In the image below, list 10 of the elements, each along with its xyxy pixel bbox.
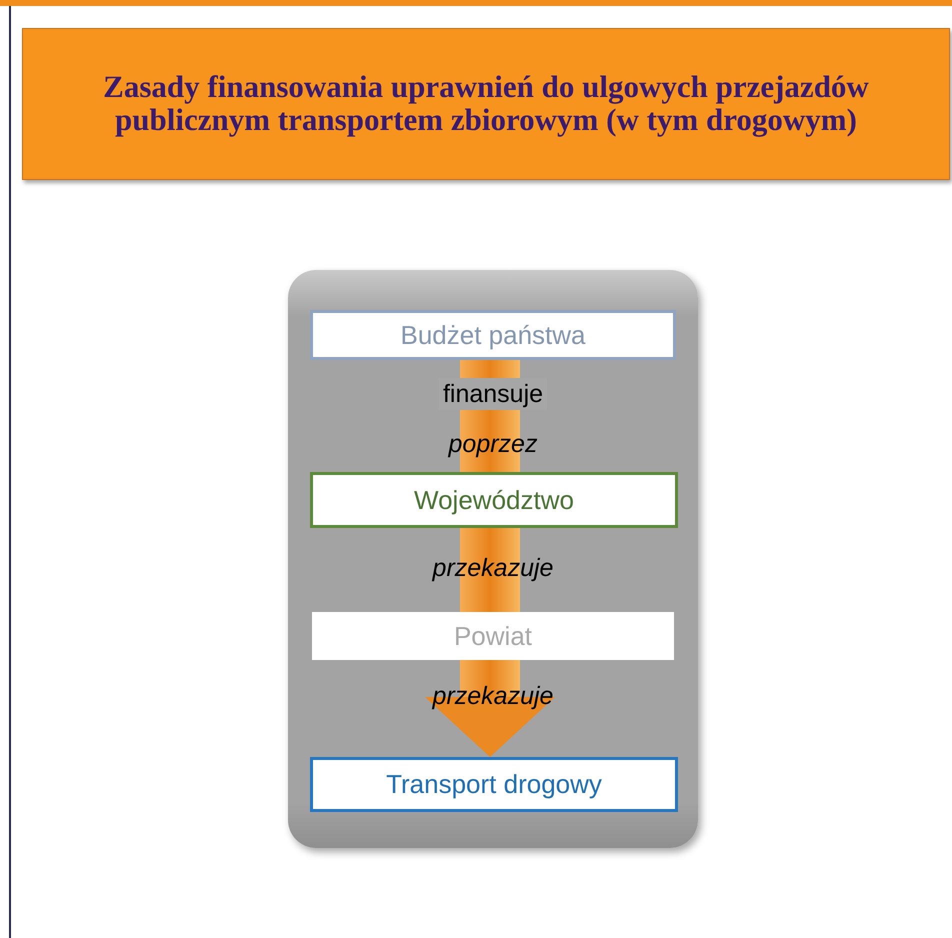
entity-box: Transport drogowy [310,757,678,812]
entity-box: Województwo [310,472,678,528]
flow-label: przekazuje [432,681,554,712]
title: Zasady finansowania uprawnień do ulgowych przejazdów publicznym transportem zbiorowym (w tym drogowym) [102,71,870,137]
panel [288,270,698,848]
flow-label: przekazuje [432,553,554,584]
entity-box: Budżet państwa [310,310,676,360]
arrow [425,660,555,757]
entity-box: Powiat [312,612,674,660]
flow-label: poprzez [448,429,538,460]
